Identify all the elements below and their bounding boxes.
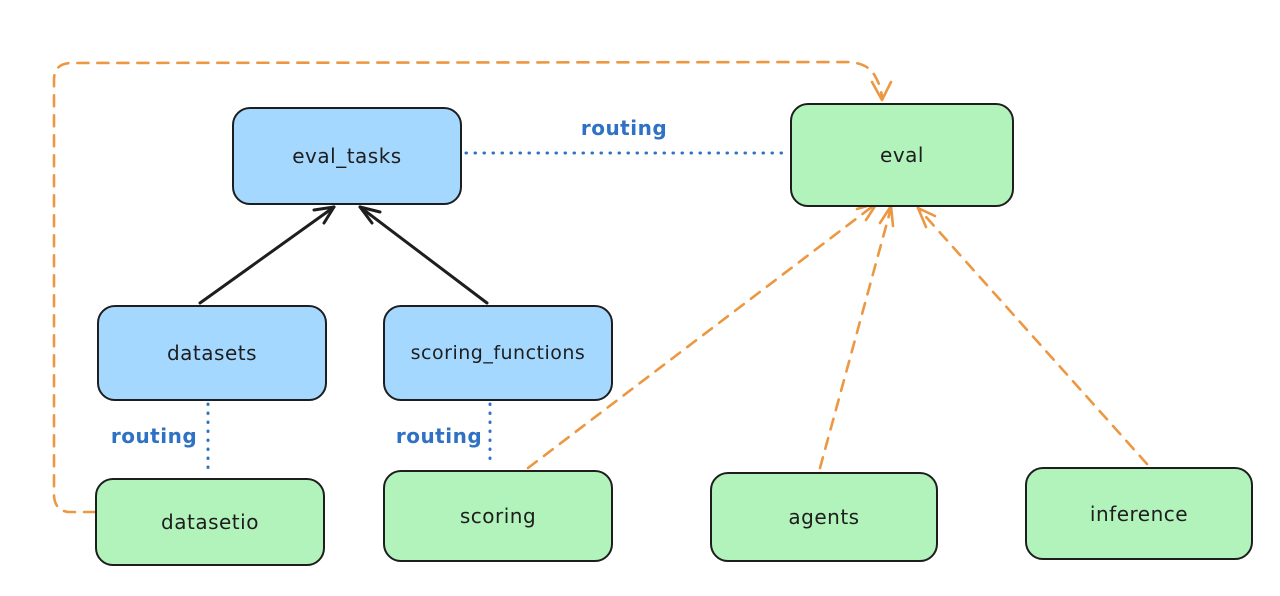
- node-scoring-label: scoring: [459, 504, 537, 528]
- node-datasetio: datasetio: [95, 478, 325, 566]
- node-scoring-functions-label: scoring_functions: [410, 342, 586, 364]
- arrowhead: [358, 205, 382, 225]
- node-eval: eval: [790, 103, 1014, 207]
- node-agents-label: agents: [788, 505, 860, 529]
- node-scoring: scoring: [383, 470, 613, 562]
- node-eval-tasks-label: eval_tasks: [292, 144, 402, 168]
- node-agents: agents: [710, 472, 938, 562]
- edge-scoring_functions-to-eval_tasks: [358, 205, 489, 305]
- edge-label-routing-eval-tasks-eval: routing: [580, 116, 668, 140]
- node-eval-label: eval: [880, 143, 924, 167]
- edge-inference-to-eval: [916, 206, 1149, 466]
- node-scoring-functions: scoring_functions: [383, 305, 613, 401]
- arrowhead: [878, 204, 895, 228]
- node-eval-tasks: eval_tasks: [232, 107, 462, 205]
- edge-datasetio-to-eval-loop: [52, 60, 893, 514]
- edge-label-routing-datasets-datasetio: routing: [110, 424, 198, 448]
- arrowhead: [870, 80, 893, 102]
- arrowhead: [312, 205, 336, 225]
- node-inference: inference: [1025, 467, 1253, 560]
- edge-datasets-to-eval_tasks: [198, 205, 336, 305]
- node-datasets: datasets: [97, 305, 327, 401]
- arrowhead: [916, 206, 937, 229]
- edge-agents-to-eval: [818, 204, 895, 470]
- node-inference-label: inference: [1089, 501, 1189, 526]
- node-datasetio-label: datasetio: [161, 510, 259, 534]
- edge-label-routing-scoring-functions-scoring: routing: [395, 424, 483, 448]
- node-datasets-label: datasets: [166, 341, 258, 365]
